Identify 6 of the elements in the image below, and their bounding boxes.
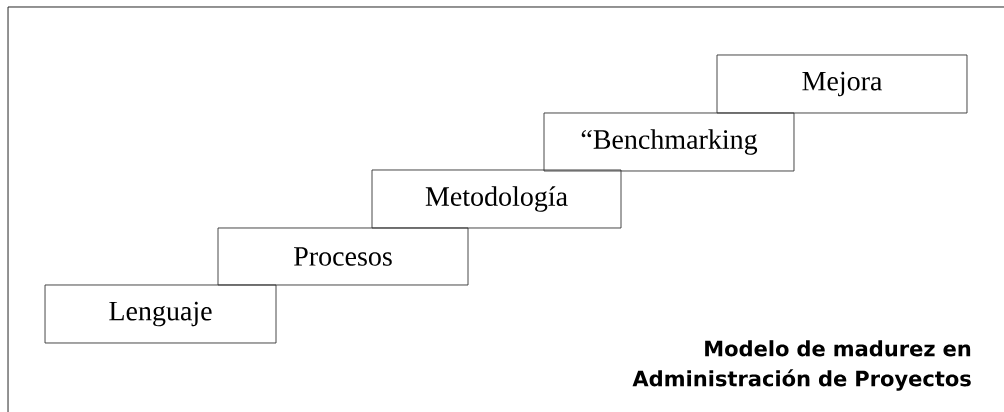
step-box: Procesos (217, 227, 469, 286)
step-box: Lenguaje (44, 284, 277, 344)
step-box: Metodología (371, 169, 622, 229)
step-box: Mejora (716, 54, 968, 114)
title: Modelo de madurez en Administración de Proyectos (632, 340, 971, 391)
step-box: “Benchmarking (543, 112, 795, 172)
